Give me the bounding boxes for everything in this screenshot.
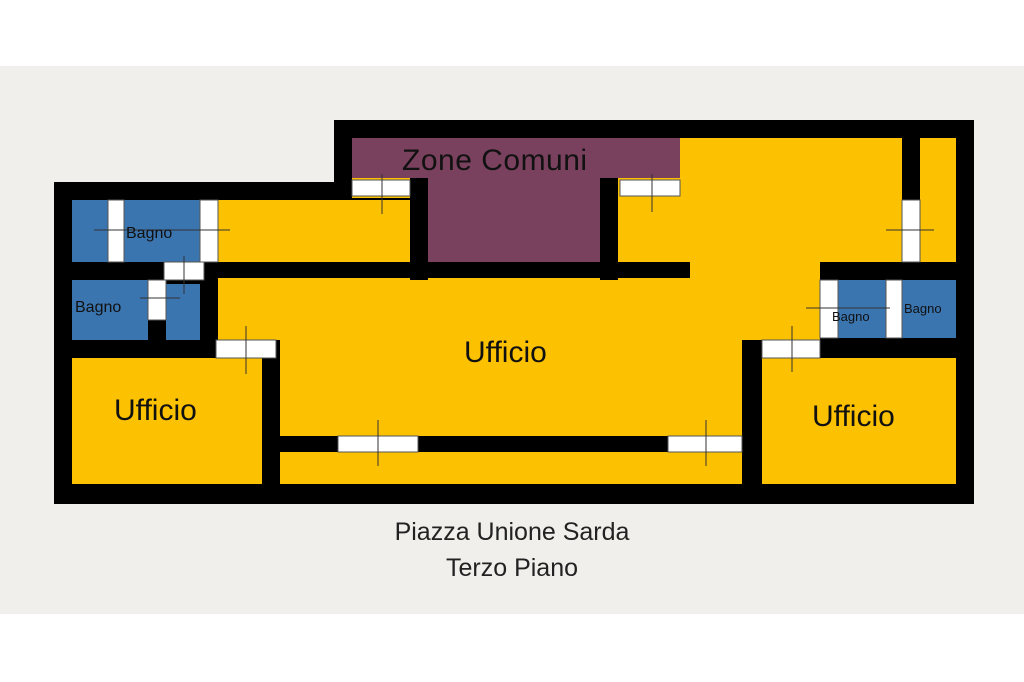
door-zone-right	[619, 179, 681, 197]
door-bath-top-left-b	[199, 199, 219, 263]
bathroom-top-left-floor	[72, 200, 212, 262]
wall-right-horizontal	[820, 262, 956, 280]
bathroom-left-antechamber	[166, 284, 200, 340]
office-center-upper-left	[218, 200, 410, 262]
bathroom-right-2-floor	[902, 280, 956, 338]
wall-right-office-vertical	[742, 340, 762, 484]
door-right-strip	[901, 199, 921, 263]
door-bath-top-left-a	[107, 199, 125, 263]
door-bath-right-1	[819, 279, 839, 339]
door-corridor-right	[667, 435, 743, 453]
door-hatching	[94, 174, 934, 466]
common-area-floor	[352, 138, 680, 178]
office-left-floor	[72, 358, 262, 484]
door-zone-left	[351, 179, 411, 197]
room-label-ufficio-left: Ufficio	[114, 394, 197, 427]
room-label-ufficio-right: Ufficio	[812, 400, 895, 433]
office-right-floor	[762, 358, 956, 484]
common-area-floor-lower	[428, 178, 600, 262]
office-center-lower	[280, 340, 742, 436]
bathroom-right-1-floor	[838, 280, 888, 338]
caption-address: Piazza Unione Sarda	[394, 518, 630, 546]
bathroom-left-floor	[72, 280, 148, 340]
room-label-bagno-left: Bagno	[75, 299, 122, 316]
office-far-right-strip	[920, 138, 956, 262]
wall-zone-left	[410, 178, 428, 280]
wall-zone-right	[600, 178, 618, 280]
office-upper-right-lower	[690, 262, 820, 340]
office-center-body	[218, 278, 742, 340]
wall-left-office-vertical	[262, 340, 280, 484]
room-label-ufficio-center: Ufficio	[464, 336, 547, 369]
door-bath-left-b	[147, 279, 167, 321]
door-bath-right-2	[885, 279, 903, 339]
door-office-right	[761, 339, 821, 359]
corridor-bottom	[280, 452, 742, 484]
room-label-bagno-right-1: Bagno	[832, 309, 870, 324]
room-label-bagno-top-left: Bagno	[126, 225, 173, 242]
room-label-bagno-right-2: Bagno	[904, 301, 942, 316]
room-label-zone-comuni: Zone Comuni	[402, 144, 588, 177]
wall-center-horizontal	[334, 262, 690, 278]
caption-floor: Terzo Piano	[445, 554, 579, 582]
